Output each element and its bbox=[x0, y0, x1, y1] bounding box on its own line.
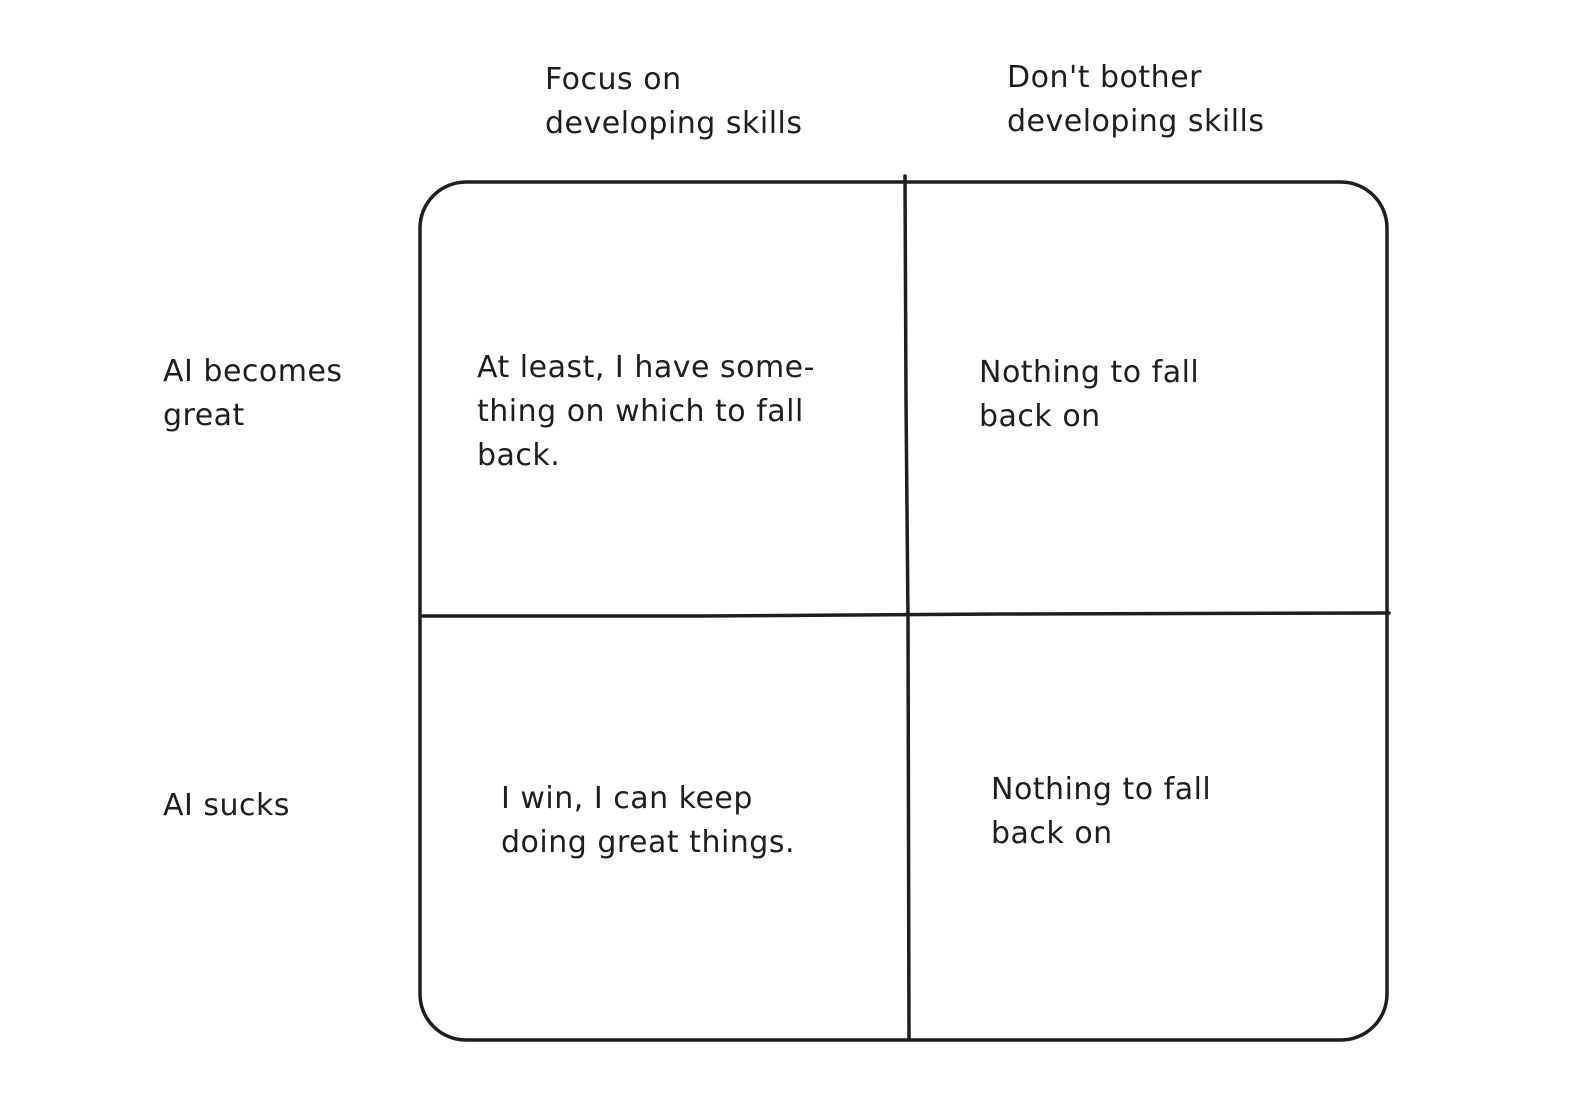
cell-line: back. bbox=[477, 438, 561, 473]
matrix-horizontal-divider bbox=[420, 611, 1391, 618]
row-header-line: AI becomes bbox=[163, 354, 343, 389]
row-header-ai-sucks: AI sucks bbox=[163, 784, 290, 828]
column-header-line: Don't bother bbox=[1007, 60, 1202, 95]
column-header-dont-bother: Don't bother developing skills bbox=[1007, 56, 1265, 144]
column-header-line: developing skills bbox=[545, 106, 803, 141]
cell-line: back on bbox=[979, 399, 1101, 434]
cell-line: Nothing to fall bbox=[991, 772, 1212, 807]
cell-line: At least, I have some- bbox=[477, 350, 815, 385]
cell-line: I win, I can keep bbox=[501, 781, 753, 816]
cell-line: doing great things. bbox=[501, 825, 796, 860]
cell-line: thing on which to fall bbox=[477, 394, 804, 429]
row-header-line: great bbox=[163, 398, 245, 433]
matrix-vertical-divider bbox=[903, 174, 911, 1042]
cell-line: Nothing to fall bbox=[979, 355, 1200, 390]
cell-great-dont-bother: Nothing to fall back on bbox=[979, 351, 1199, 439]
column-header-line: developing skills bbox=[1007, 104, 1265, 139]
cell-line: back on bbox=[991, 816, 1113, 851]
column-header-focus-skills: Focus on developing skills bbox=[545, 58, 803, 146]
cell-sucks-focus: I win, I can keep doing great things. bbox=[501, 777, 795, 865]
column-header-line: Focus on bbox=[545, 62, 682, 97]
row-header-ai-great: AI becomes great bbox=[163, 350, 343, 438]
matrix-outer-border bbox=[418, 180, 1389, 1042]
row-header-line: AI sucks bbox=[163, 788, 291, 823]
cell-great-focus: At least, I have some- thing on which to… bbox=[477, 346, 815, 478]
cell-sucks-dont-bother: Nothing to fall back on bbox=[991, 768, 1211, 856]
